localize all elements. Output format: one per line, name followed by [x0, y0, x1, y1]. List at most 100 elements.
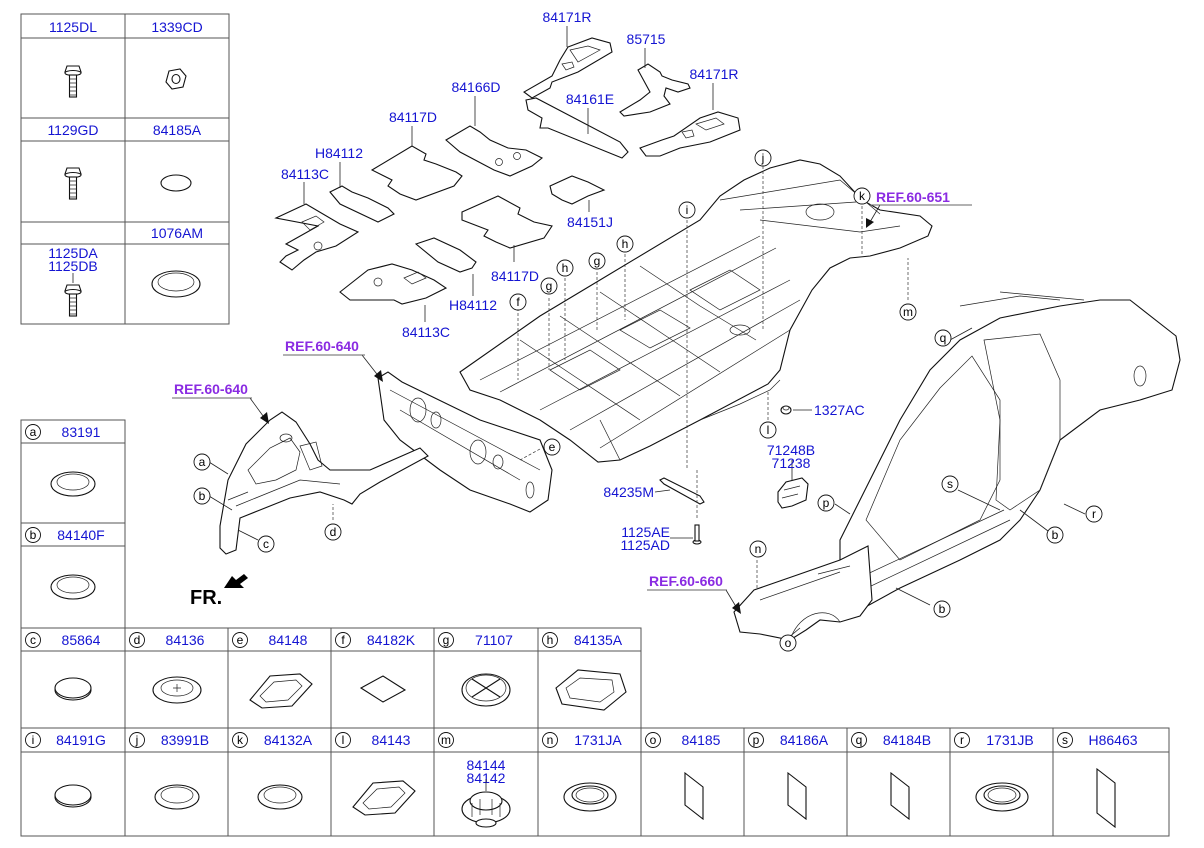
marker-letter: g [594, 254, 601, 268]
callout-71248B[interactable]: 71248B [767, 442, 815, 458]
callout-84113C-lower[interactable]: 84113C [402, 324, 450, 340]
part-number[interactable]: 84143 [372, 732, 411, 748]
part-number[interactable]: 84191G [56, 732, 106, 748]
marker-m[interactable]: m [899, 303, 917, 321]
part-label-1125DB[interactable]: 1125DB [48, 258, 98, 274]
callout-71238[interactable]: 71238 [772, 455, 811, 471]
callout-84235M[interactable]: 84235M [603, 484, 654, 500]
letter-badge-text: k [237, 733, 244, 747]
part-number[interactable]: 1731JB [986, 732, 1033, 748]
part-number[interactable]: 84185 [682, 732, 721, 748]
ref-60-640-dash[interactable]: REF.60-640 [285, 338, 359, 354]
part-number[interactable]: 71107 [475, 632, 513, 648]
marker-h[interactable]: h [616, 235, 634, 253]
part-number[interactable]: 84135A [574, 632, 623, 648]
marker-b[interactable]: b [933, 600, 951, 618]
part-label-1076AM[interactable]: 1076AM [151, 225, 203, 241]
marker-a[interactable]: a [193, 453, 211, 471]
marker-h[interactable]: h [556, 259, 574, 277]
part-number[interactable]: 85864 [62, 632, 101, 648]
callout-1125AE[interactable]: 1125AE [621, 524, 670, 540]
marker-s[interactable]: s [941, 475, 959, 493]
callout-H84112-lower[interactable]: H84112 [449, 297, 497, 313]
marker-p[interactable]: p [817, 494, 835, 512]
part-number[interactable]: 84132A [264, 732, 313, 748]
ref-60-651[interactable]: REF.60-651 [876, 189, 950, 205]
callout-1125AD[interactable]: 1125AD [620, 537, 670, 553]
part-label-1125DA[interactable]: 1125DA [48, 245, 98, 261]
marker-f[interactable]: f [509, 293, 527, 311]
marker-circle [933, 600, 951, 618]
callout-84117D-upper[interactable]: 84117D [389, 109, 437, 125]
marker-c[interactable]: c [257, 535, 275, 553]
callout-1327AC[interactable]: 1327AC [814, 402, 865, 418]
part-number[interactable]: 84136 [166, 632, 205, 648]
callout-85715[interactable]: 85715 [627, 31, 666, 47]
bolt-icon [64, 65, 82, 98]
pad-icon [787, 771, 807, 821]
ref-60-660[interactable]: REF.60-660 [649, 573, 723, 589]
marker-g[interactable]: g [588, 252, 606, 270]
plug-cell-o[interactable]: o 84185 [645, 732, 721, 821]
marker-l[interactable]: l [759, 421, 777, 439]
marker-b[interactable]: b [1046, 526, 1064, 544]
callout-84171R-lower[interactable]: 84171R [689, 66, 738, 82]
part-number[interactable]: 83191 [62, 424, 101, 440]
part-number[interactable]: 84144 [467, 757, 506, 773]
callout-84113C-upper[interactable]: 84113C [281, 166, 329, 182]
ref-60-640-front[interactable]: REF.60-640 [174, 381, 248, 397]
pad-84117D-lower [461, 195, 553, 249]
callout-84171R-upper[interactable]: 84171R [542, 9, 591, 25]
part-number[interactable]: 84142 [467, 770, 506, 786]
callout-84151J[interactable]: 84151J [567, 214, 613, 230]
callout-H84112-upper[interactable]: H84112 [315, 145, 363, 161]
part-number[interactable]: 84140F [57, 527, 104, 543]
marker-r[interactable]: r [1085, 505, 1103, 523]
part-label-1129GD[interactable]: 1129GD [47, 122, 98, 138]
marker-k[interactable]: k [853, 187, 871, 205]
marker-g[interactable]: g [540, 277, 558, 295]
marker-i[interactable]: i [678, 201, 696, 219]
part-number[interactable]: 84182K [367, 632, 416, 648]
marker-n[interactable]: n [749, 540, 767, 558]
marker-j[interactable]: j [754, 149, 772, 167]
marker-d[interactable]: d [324, 523, 342, 541]
marker-e[interactable]: e [543, 438, 561, 456]
callout-84117D-lower[interactable]: 84117D [491, 268, 539, 284]
part-label-84185A[interactable]: 84185A [153, 122, 202, 138]
part-number[interactable]: 84148 [269, 632, 308, 648]
callout-84166D[interactable]: 84166D [451, 79, 500, 95]
part-number[interactable]: 84186A [780, 732, 829, 748]
marker-o[interactable]: o [779, 634, 797, 652]
letter-badge-text: o [650, 733, 657, 747]
plug-icon [154, 784, 200, 810]
part-number[interactable]: 83991B [161, 732, 209, 748]
part-number[interactable]: H86463 [1088, 732, 1137, 748]
callout-84161E[interactable]: 84161E [566, 91, 614, 107]
part-number[interactable]: 84184B [883, 732, 931, 748]
part-number[interactable]: 1731JA [574, 732, 622, 748]
marker-b[interactable]: b [193, 487, 211, 505]
plug-cell-k[interactable]: k 84132A [232, 732, 313, 810]
marker-q[interactable]: q [934, 329, 952, 347]
part-label-1125DL[interactable]: 1125DL [49, 19, 97, 35]
part-label-1339CD[interactable]: 1339CD [151, 19, 202, 35]
